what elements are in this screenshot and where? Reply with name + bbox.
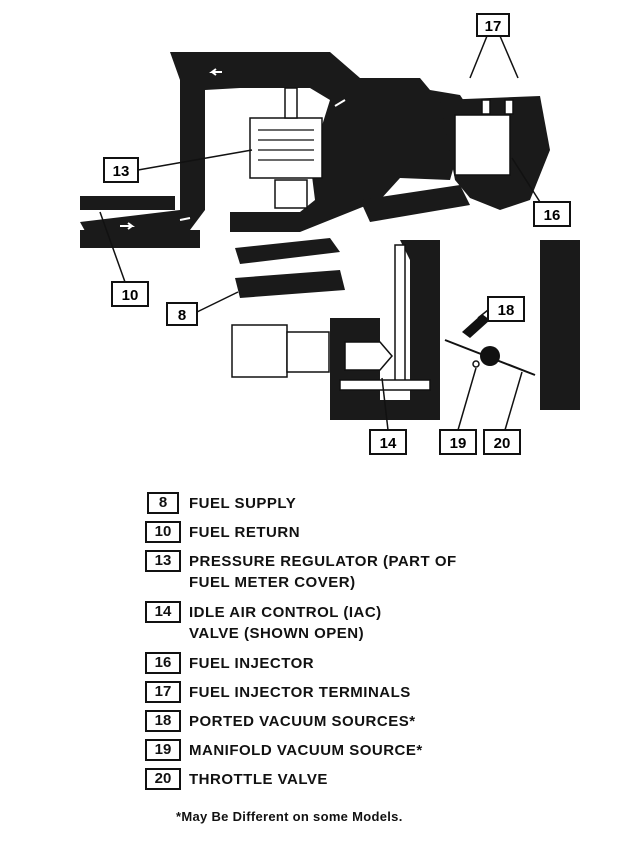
svg-text:19: 19	[450, 435, 467, 452]
callout-8: 8	[166, 291, 239, 326]
callout-17: 17	[469, 13, 519, 79]
flow-arrows	[120, 68, 404, 317]
svg-text:14: 14	[380, 435, 397, 452]
legend-text: IDLE AIR CONTROL (IAC) VALVE (SHOWN OPEN…	[189, 604, 382, 642]
legend-number: 19	[145, 739, 181, 761]
legend-item-14: 14 IDLE AIR CONTROL (IAC) VALVE (SHOWN O…	[145, 601, 615, 645]
throttle-valve-plate	[444, 314, 536, 376]
legend-number: 14	[145, 601, 181, 623]
svg-text:17: 17	[485, 18, 502, 35]
throttle-body-housing	[80, 52, 580, 420]
legend-text: PRESSURE REGULATOR (PART OF FUEL METER C…	[189, 553, 457, 591]
svg-text:20: 20	[494, 435, 511, 452]
footnote: *May Be Different on some Models.	[176, 809, 403, 824]
callout-20: 20	[483, 371, 523, 455]
legend-item-13: 13 PRESSURE REGULATOR (PART OF FUEL METE…	[145, 550, 615, 594]
legend-number: 17	[145, 681, 181, 703]
legend-number: 8	[147, 492, 179, 514]
legend-text: FUEL INJECTOR TERMINALS	[189, 684, 411, 701]
legend-number: 10	[145, 521, 181, 543]
legend-item-16: 16 FUEL INJECTOR	[145, 652, 615, 674]
housing-details	[231, 87, 514, 391]
callout-19: 19	[439, 367, 477, 455]
legend-item-8: 8 FUEL SUPPLY	[145, 492, 615, 514]
callout-14: 14	[369, 377, 407, 455]
legend-text: FUEL RETURN	[189, 524, 301, 541]
callout-13: 13	[103, 149, 253, 183]
legend-item-19: 19 MANIFOLD VACUUM SOURCE*	[145, 739, 615, 761]
svg-text:10: 10	[122, 287, 139, 304]
legend-item-18: 18 PORTED VACUUM SOURCES*	[145, 710, 615, 732]
svg-text:8: 8	[178, 307, 186, 324]
svg-text:18: 18	[498, 302, 515, 319]
legend-text: THROTTLE VALVE	[189, 771, 328, 788]
legend-number: 16	[145, 652, 181, 674]
legend-number: 18	[145, 710, 181, 732]
callout-16: 16	[511, 157, 571, 227]
legend-text: FUEL INJECTOR	[189, 655, 315, 672]
fuel-system-diagram: 17 13 16 10 8 18 14 19 20	[80, 13, 580, 455]
svg-text:13: 13	[113, 163, 130, 180]
legend-number: 13	[145, 550, 181, 572]
legend-text: FUEL SUPPLY	[189, 495, 297, 512]
svg-text:16: 16	[544, 207, 561, 224]
legend-item-20: 20 THROTTLE VALVE	[145, 768, 615, 790]
callout-10: 10	[99, 211, 149, 307]
callout-18: 18	[477, 296, 525, 322]
legend-item-10: 10 FUEL RETURN	[145, 521, 615, 543]
legend-text: PORTED VACUUM SOURCES*	[189, 713, 416, 730]
legend-text: MANIFOLD VACUUM SOURCE*	[189, 742, 423, 759]
legend: 8 FUEL SUPPLY 10 FUEL RETURN 13 PRESSURE…	[145, 492, 615, 797]
regulator-spring	[258, 129, 314, 161]
legend-number: 20	[145, 768, 181, 790]
legend-item-17: 17 FUEL INJECTOR TERMINALS	[145, 681, 615, 703]
